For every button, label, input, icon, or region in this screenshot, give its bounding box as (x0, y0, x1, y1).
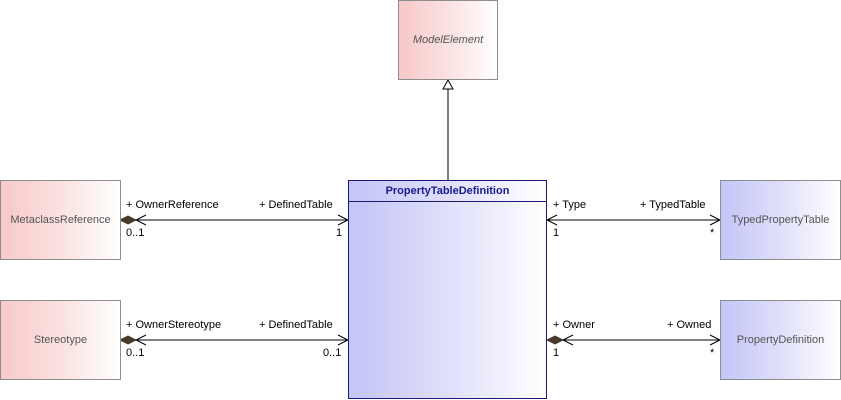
multiplicity-label: 0..1 (126, 227, 145, 239)
class-name: PropertyDefinition (736, 334, 825, 346)
class-name: Stereotype (33, 334, 88, 346)
role-label: + TypedTable (640, 199, 706, 211)
role-label: + OwnerStereotype (126, 319, 222, 331)
multiplicity-label: 0..1 (323, 347, 342, 359)
stereotype-source-arrow (134, 334, 147, 346)
metaclass-composition-diamond (118, 215, 138, 225)
role-label: + Owner (553, 319, 595, 331)
definition-source-arrow (561, 334, 574, 346)
class-property-table-definition[interactable]: PropertyTableDefinition (348, 180, 547, 399)
multiplicity-label: * (710, 347, 715, 359)
multiplicity-label: 0..1 (126, 347, 145, 359)
class-model-element[interactable]: ModelElement (398, 0, 498, 80)
class-name: TypedPropertyTable (731, 214, 830, 226)
multiplicity-label: 1 (336, 227, 343, 239)
class-stereotype[interactable]: Stereotype (0, 300, 121, 380)
definition-composition-diamond (545, 335, 565, 345)
metaclass-source-arrow (134, 214, 147, 226)
multiplicity-label: 1 (553, 347, 560, 359)
stereotype-composition-diamond (118, 335, 138, 345)
class-name: MetaclassReference (10, 214, 111, 226)
typed-source-arrow (545, 214, 558, 226)
class-name: ModelElement (412, 34, 484, 46)
role-label: + OwnerReference (126, 199, 219, 211)
class-metaclass-reference[interactable]: MetaclassReference (0, 180, 121, 260)
role-label: + DefinedTable (259, 319, 333, 331)
class-typed-property-table[interactable]: TypedPropertyTable (720, 180, 841, 260)
class-property-definition[interactable]: PropertyDefinition (720, 300, 841, 380)
class-name: PropertyTableDefinition (349, 181, 546, 202)
generalization-arrowhead (442, 78, 454, 90)
role-label: + Owned (667, 319, 712, 331)
role-label: + DefinedTable (259, 199, 333, 211)
multiplicity-label: * (710, 227, 715, 239)
multiplicity-label: 1 (553, 227, 560, 239)
role-label: + Type (553, 199, 587, 211)
